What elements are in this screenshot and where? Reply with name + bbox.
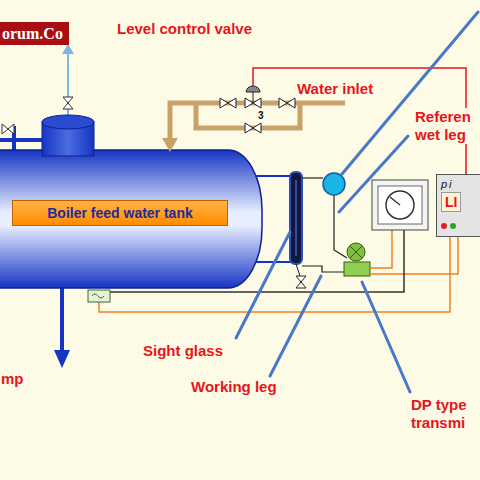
- water-inlet-pipe: [170, 103, 345, 140]
- chart-recorder-part: [378, 186, 422, 224]
- tank-drum: [0, 115, 262, 288]
- inlet-arrow: [162, 138, 178, 152]
- signal-wires: [99, 230, 458, 312]
- vent-pipe-part: [62, 44, 74, 54]
- indicator-tag: pi: [441, 178, 476, 190]
- indicator-lamp: [450, 223, 456, 229]
- dp-transmitter-part: [347, 243, 365, 261]
- level-switch-part: [92, 294, 104, 298]
- sight-glass-assembly-part: [296, 276, 306, 288]
- chart-recorder: [372, 180, 428, 230]
- valve-symbols-part: [246, 86, 260, 92]
- pump-label: mp: [0, 370, 25, 388]
- vent-pipe-part: [63, 97, 73, 109]
- callout-leaders-part: [339, 136, 408, 212]
- valve-symbols-part: [253, 92, 254, 103]
- left-valve: [2, 124, 14, 134]
- dp-transmitter-part: [350, 246, 362, 258]
- left-pipe-part: [0, 138, 42, 142]
- vent-pipe: [62, 44, 74, 118]
- indicator-lamps: [441, 215, 476, 233]
- sight-glass-assembly: [255, 172, 306, 288]
- outlet-pipe: [54, 286, 70, 368]
- water-inlet-pipe-part: [196, 103, 300, 128]
- valve-label: Level control valve: [116, 20, 253, 38]
- water-inlet-pipe-part: [170, 103, 345, 140]
- callout-leaders-part: [270, 276, 321, 376]
- impulse-legs-part: [302, 177, 323, 178]
- sight-glass-label: Sight glass: [142, 342, 224, 360]
- tank-title: Boiler feed water tank: [47, 205, 193, 221]
- valve-symbols-part: [279, 98, 295, 108]
- valve-symbols-part: [220, 98, 236, 108]
- inlet-label: Water inlet: [296, 80, 374, 98]
- dp-transmitter-part: [344, 262, 370, 276]
- valve-symbols-part: [245, 123, 261, 133]
- signal-wires-part: [99, 230, 450, 312]
- sight-glass-assembly-part: [255, 175, 292, 177]
- callout-leaders-part: [236, 232, 290, 338]
- valve-number: 3: [257, 110, 265, 122]
- watermark: orum.Co: [0, 22, 69, 45]
- valve-symbols: [220, 86, 295, 133]
- chart-recorder-part: [390, 197, 400, 205]
- chart-recorder-part: [372, 180, 428, 230]
- working-leg-label: Working leg: [190, 378, 278, 396]
- indicator-lamp: [441, 223, 447, 229]
- level-switch: [88, 290, 110, 302]
- sight-glass-assembly-part: [296, 264, 300, 276]
- dp-transmitter-part: [350, 246, 362, 258]
- sight-glass-assembly-part: [290, 172, 302, 264]
- level-indicator: piLI: [436, 174, 480, 237]
- chart-recorder-part: [386, 191, 414, 219]
- transmitter-label: DP type transmi: [410, 396, 478, 432]
- signal-wires-part: [110, 230, 404, 292]
- dp-transmitter: [344, 243, 370, 276]
- level-switch-part: [88, 290, 110, 302]
- tank-label-box: Boiler feed water tank: [12, 200, 228, 226]
- tank-drum-part: [0, 150, 262, 288]
- reference-leg-label: Referen wet leg: [414, 108, 480, 144]
- reference-pot: [323, 173, 345, 195]
- tank-drum-part: [42, 115, 94, 129]
- signal-wires-part: [370, 230, 392, 268]
- sight-glass-assembly-part: [296, 180, 297, 256]
- impulse-legs-part: [302, 266, 346, 272]
- outlet-pipe-part: [54, 350, 70, 368]
- callout-leaders: [236, 12, 478, 392]
- outlet-pipe-part: [60, 286, 64, 352]
- indicator-label: LI: [441, 192, 461, 212]
- callout-leaders-part: [362, 282, 410, 392]
